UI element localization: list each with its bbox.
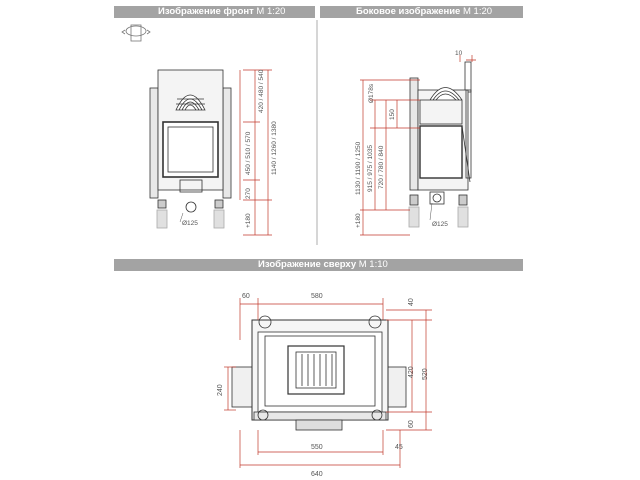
top-view [231, 315, 407, 431]
side-dim-mid: 915 / 975 / 1035 [367, 145, 374, 192]
top-dimensions [224, 298, 432, 468]
front-view-header-band [114, 6, 315, 18]
front-dimensions [239, 69, 272, 236]
top-dim-240: 240 [217, 384, 224, 396]
top-view-header: Изображение сверху М 1:10 [258, 259, 388, 271]
top-dim-60: 60 [242, 293, 250, 300]
side-dim-total: 1130 / 1190 / 1250 [355, 141, 362, 195]
side-dim-low: 720 / 780 / 840 [378, 145, 385, 189]
top-dim-550: 550 [311, 444, 323, 451]
top-view-scale: М 1:10 [358, 259, 388, 270]
side-view-header-band [320, 6, 523, 18]
top-dim-60-right: 60 [408, 420, 415, 428]
top-dim-520: 520 [422, 368, 429, 380]
top-view-title: Изображение сверху [258, 259, 357, 270]
side-view [408, 59, 476, 228]
front-dim-hood: 420 / 480 / 540 [258, 69, 265, 113]
front-flue-label: Ø125 [182, 220, 198, 227]
side-dimensions [360, 55, 473, 236]
front-view-header: Изображение фронт М 1:20 [158, 6, 285, 18]
side-flue-top-label: Ø178s [368, 83, 375, 103]
top-dim-420: 420 [408, 366, 415, 378]
top-dim-45: 45 [395, 444, 403, 451]
side-dim-150: 150 [389, 109, 396, 120]
top-dim-640: 640 [311, 471, 323, 478]
side-view-header: Боковое изображение М 1:20 [356, 6, 492, 18]
top-dim-40: 40 [408, 298, 415, 306]
front-dim-feet: +180 [245, 213, 252, 228]
side-view-title: Боковое изображение [356, 6, 461, 17]
front-view [149, 69, 232, 229]
orientation-icon [121, 24, 151, 42]
top-view-header-band [114, 259, 523, 271]
side-view-scale: М 1:20 [462, 6, 493, 17]
front-dim-total: 1140 / 1260 / 1380 [271, 121, 278, 175]
front-dim-door: 450 / 510 / 570 [245, 131, 252, 175]
front-view-title: Изображение фронт [158, 6, 254, 17]
side-dim-top: 10 [455, 50, 463, 57]
side-flue-label: Ø125 [432, 221, 448, 228]
front-view-scale: М 1:20 [256, 6, 286, 17]
top-dim-580: 580 [311, 293, 323, 300]
side-dim-feet: +180 [355, 213, 362, 228]
front-dim-base: 270 [245, 188, 252, 199]
